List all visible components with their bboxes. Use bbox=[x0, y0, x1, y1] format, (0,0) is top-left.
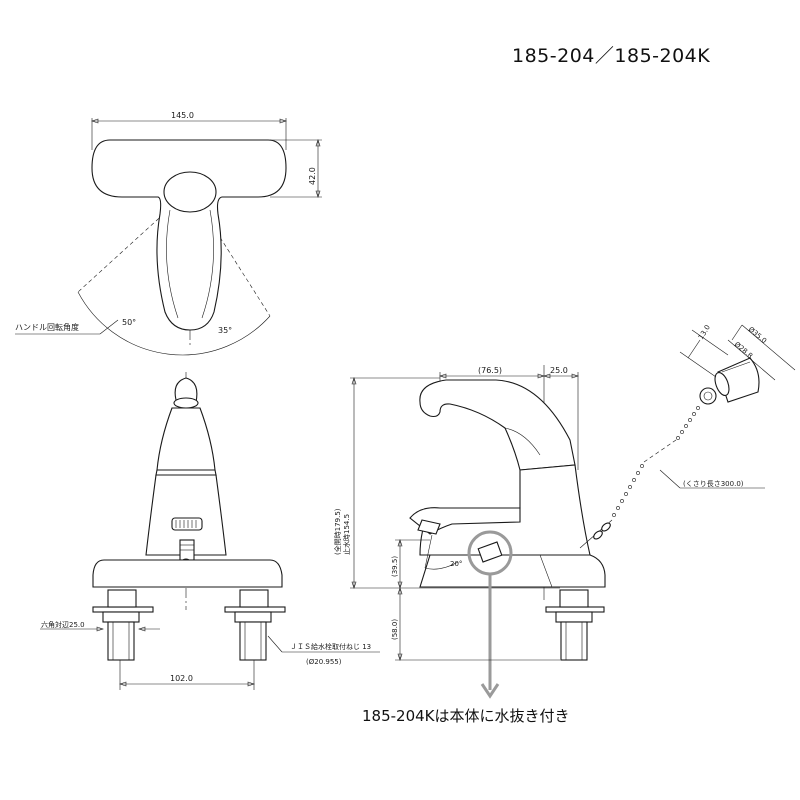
drawing-title: 185-204／185-204K bbox=[512, 45, 710, 67]
right-shank bbox=[224, 589, 286, 661]
stopper-chain bbox=[579, 387, 717, 549]
spout-angle-label: 20° bbox=[450, 560, 462, 568]
spacing-dimension: 102.0 bbox=[170, 674, 193, 683]
side-view: (全開時179.5) 止水時154.5 (76.5) 25.0 (39.5) bbox=[333, 324, 796, 699]
reach-dimension: (76.5) bbox=[478, 366, 502, 375]
front-aerator bbox=[171, 517, 203, 531]
thread-label: ＪＩＳ給水栓取付ねじ 13 bbox=[290, 642, 371, 651]
sink-stopper bbox=[714, 357, 760, 403]
spout-height-dimension: (39.5) bbox=[391, 556, 399, 577]
side-base bbox=[419, 554, 606, 588]
side-shank bbox=[545, 589, 605, 661]
side-lever bbox=[419, 379, 576, 471]
total-height-dimension: (全開時179.5) bbox=[333, 508, 342, 555]
front-lever bbox=[174, 377, 198, 403]
front-view: 六角対辺25.0 102.0 ＪＩＳ給水栓取付ねじ 13 (Ø20.955) bbox=[40, 372, 380, 690]
angle-right-label: 35° bbox=[218, 326, 232, 335]
thread-diameter: (Ø20.955) bbox=[306, 658, 342, 666]
front-base bbox=[92, 559, 283, 588]
stopper-dia-top: Ø35.0 bbox=[747, 325, 768, 345]
drain-plug bbox=[477, 541, 503, 563]
drain-note: 185-204Kは本体に水抜き付き bbox=[362, 707, 570, 725]
rotation-label: ハンドル回転角度 bbox=[15, 322, 79, 332]
top-view: 145.0 42.0 50° 35° ハンドル回転角度 bbox=[15, 111, 322, 356]
stopper-height-dimension: 13.0 bbox=[697, 324, 712, 341]
angle-left-label: 50° bbox=[122, 318, 136, 327]
drain-pointer-arrow bbox=[480, 683, 500, 699]
handle-outline bbox=[91, 139, 287, 331]
front-body bbox=[156, 407, 216, 471]
handle-knob bbox=[163, 171, 217, 213]
back-dimension: 25.0 bbox=[550, 366, 568, 375]
left-shank bbox=[92, 589, 154, 661]
depth-dimension: 42.0 bbox=[308, 167, 317, 185]
angle-line-left bbox=[77, 189, 191, 293]
closed-height-dimension: 止水時154.5 bbox=[342, 514, 351, 555]
base-height-dimension: (58.0) bbox=[391, 619, 399, 640]
chain-length-label: (くさり長さ300.0) bbox=[683, 480, 744, 488]
stopper-dia-bottom: Ø28.8 bbox=[733, 340, 754, 360]
hex-label: 六角対辺25.0 bbox=[41, 620, 85, 629]
rotation-arc bbox=[77, 291, 271, 356]
width-dimension: 145.0 bbox=[171, 111, 194, 120]
